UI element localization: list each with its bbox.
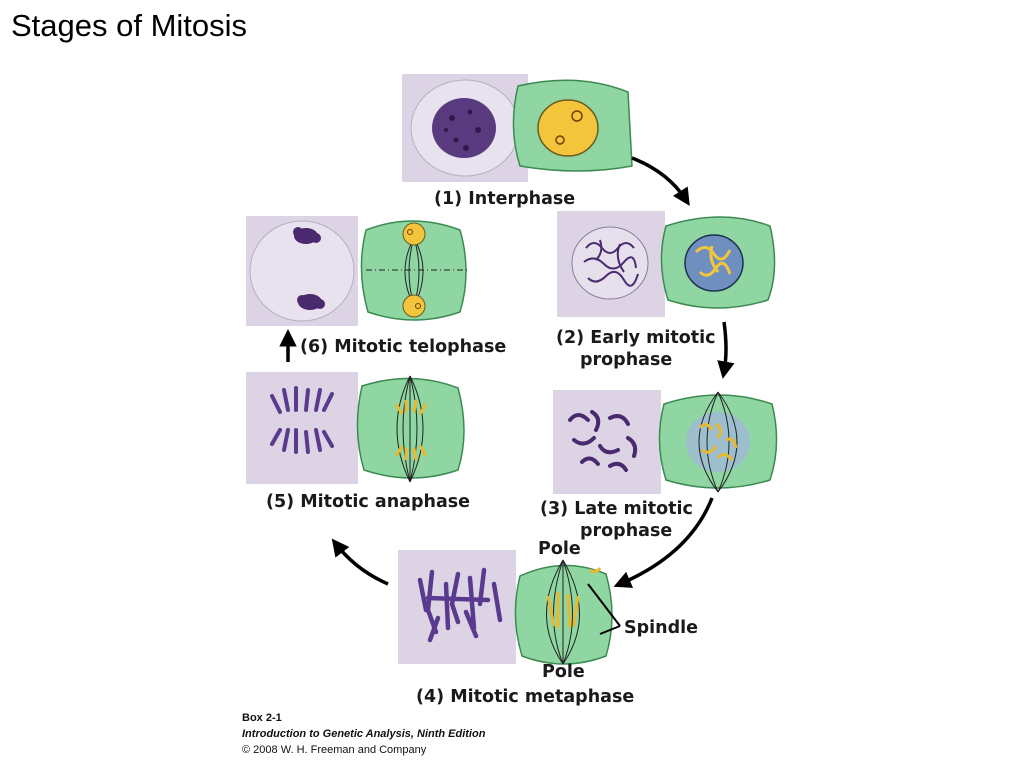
arrow-1-to-2 [631, 156, 690, 206]
spindle-label: Spindle [624, 618, 698, 638]
stage-1-interphase: (1) Interphase [402, 74, 633, 209]
arrow-3-to-4 [613, 497, 714, 588]
micrograph-late-prophase [553, 390, 661, 494]
micrograph-anaphase [246, 372, 358, 484]
cycle-arrows [279, 156, 735, 588]
stage-label: (3) Late mitotic [540, 499, 693, 519]
cell-drawing-telophase [360, 220, 467, 321]
caption-box: Box 2-1 [242, 712, 282, 724]
pole-top-label: Pole [538, 539, 581, 559]
stage-label: (2) Early mitotic [556, 328, 716, 348]
stage-label: (1) Interphase [434, 189, 575, 209]
stage-3-late-prophase: (3) Late mitotic prophase [540, 390, 778, 541]
stage-2-early-prophase: (2) Early mitotic prophase [556, 211, 776, 370]
spindle-pointer [587, 583, 621, 635]
arrow-2-to-3 [717, 321, 735, 379]
stage-5-anaphase: (5) Mitotic anaphase [246, 372, 470, 512]
cell-drawing-anaphase [356, 377, 465, 479]
stage-label: (4) Mitotic metaphase [416, 687, 634, 707]
nucleus-yellow [537, 99, 599, 157]
figure-caption: Box 2-1 Introduction to Genetic Analysis… [242, 712, 486, 756]
stage-label: prophase [580, 350, 672, 370]
stage-6-telophase: (6) Mitotic telophase [246, 216, 506, 357]
arrow-4-to-5 [331, 538, 389, 586]
stage-label: prophase [580, 521, 672, 541]
nucleus-chromatin [432, 98, 496, 158]
stage-4-metaphase: Pole Pole Spindle (4) Mitotic metaphase [398, 539, 698, 707]
caption-copyright: © 2008 W. H. Freeman and Company [242, 744, 427, 756]
page-title: Stages of Mitosis [11, 8, 248, 43]
stage-label: (5) Mitotic anaphase [266, 492, 470, 512]
cell-drawing-metaphase [514, 564, 613, 665]
pole-bottom-label: Pole [542, 662, 585, 682]
stage-label: (6) Mitotic telophase [300, 337, 506, 357]
caption-book: Introduction to Genetic Analysis, Ninth … [242, 728, 486, 740]
